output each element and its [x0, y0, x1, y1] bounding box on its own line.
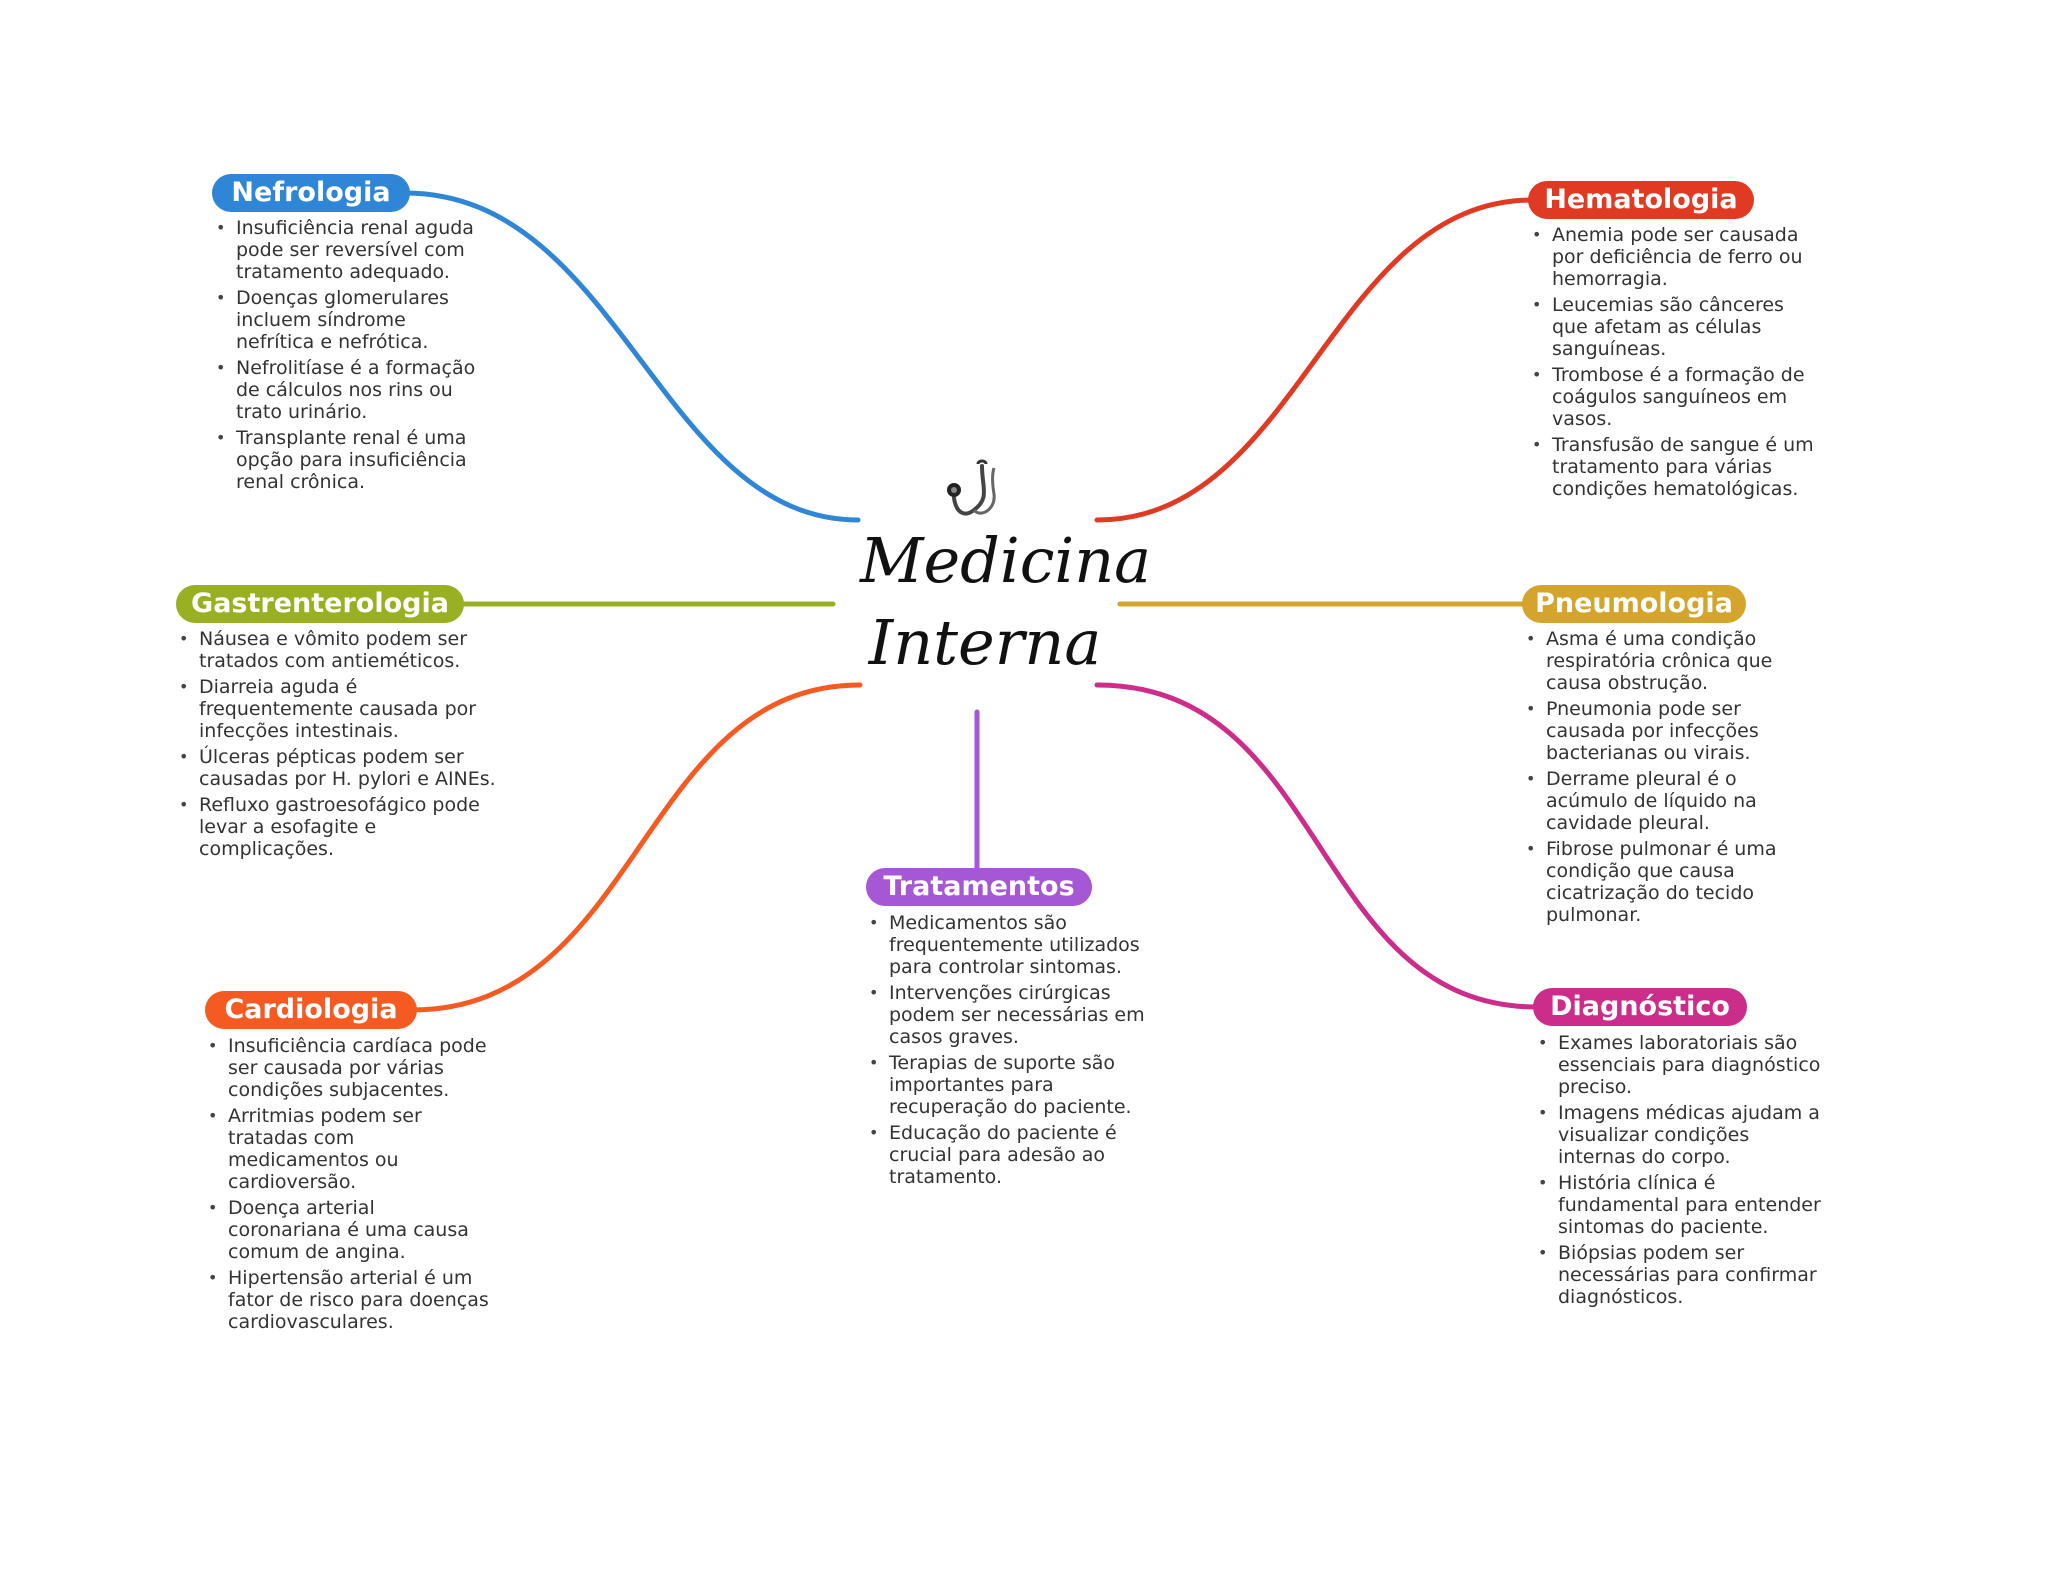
- central-topic-line1: Medicina: [860, 524, 1152, 597]
- connector-diagnostico: [1094, 682, 1540, 1010]
- branch-item-hematologia: Leucemias são cânceres que afetam as cél…: [1528, 294, 1818, 360]
- central-topic-line2: Interna: [868, 606, 1102, 679]
- branch-item-diagnostico: Exames laboratoriais são essenciais para…: [1534, 1032, 1829, 1098]
- branch-title-diagnostico[interactable]: Diagnóstico: [1533, 988, 1747, 1026]
- branch-list-cardiologia: Insuficiência cardíaca pode ser causada …: [204, 1035, 489, 1337]
- branch-item-gastrenterologia: Diarreia aguda é frequentemente causada …: [175, 676, 505, 742]
- branch-item-cardiologia: Doença arterial coronariana é uma causa …: [204, 1197, 489, 1263]
- branch-item-cardiologia: Hipertensão arterial é um fator de risco…: [204, 1267, 489, 1333]
- branch-item-tratamentos: Educação do paciente é crucial para ades…: [865, 1122, 1150, 1188]
- branch-item-hematologia: Transfusão de sangue é um tratamento par…: [1528, 434, 1818, 500]
- branch-list-gastrenterologia: Náusea e vômito podem ser tratados com a…: [175, 628, 505, 864]
- branch-item-hematologia: Trombose é a formação de coágulos sanguí…: [1528, 364, 1818, 430]
- branch-item-cardiologia: Insuficiência cardíaca pode ser causada …: [204, 1035, 489, 1101]
- connector-hematologia: [1094, 197, 1536, 523]
- connector-nefrologia: [402, 190, 861, 523]
- branch-item-gastrenterologia: Náusea e vômito podem ser tratados com a…: [175, 628, 505, 672]
- stethoscope-icon: [947, 459, 996, 516]
- branch-list-pneumologia: Asma é uma condição respiratória crônica…: [1522, 628, 1812, 930]
- branch-item-diagnostico: Imagens médicas ajudam a visualizar cond…: [1534, 1102, 1829, 1168]
- branch-item-tratamentos: Medicamentos são frequentemente utilizad…: [865, 912, 1150, 978]
- branch-title-gastrenterologia[interactable]: Gastrenterologia: [176, 585, 464, 623]
- branch-item-nefrologia: Transplante renal é uma opção para insuf…: [212, 427, 482, 493]
- branch-item-pneumologia: Pneumonia pode ser causada por infecções…: [1522, 698, 1812, 764]
- central-topic: Medicina Interna: [860, 520, 1152, 684]
- branch-item-cardiologia: Arritmias podem ser tratadas com medicam…: [204, 1105, 489, 1193]
- branch-list-tratamentos: Medicamentos são frequentemente utilizad…: [865, 912, 1150, 1192]
- branch-item-nefrologia: Doenças glomerulares incluem síndrome ne…: [212, 287, 482, 353]
- branch-item-pneumologia: Fibrose pulmonar é uma condição que caus…: [1522, 838, 1812, 926]
- branch-item-diagnostico: Biópsias podem ser necessárias para conf…: [1534, 1242, 1829, 1308]
- branch-title-tratamentos[interactable]: Tratamentos: [866, 868, 1092, 906]
- branch-item-gastrenterologia: Refluxo gastroesofágico pode levar a eso…: [175, 794, 505, 860]
- branch-title-nefrologia[interactable]: Nefrologia: [212, 174, 410, 212]
- branch-item-tratamentos: Terapias de suporte são importantes para…: [865, 1052, 1150, 1118]
- branch-item-diagnostico: História clínica é fundamental para ente…: [1534, 1172, 1829, 1238]
- branch-list-nefrologia: Insuficiência renal aguda pode ser rever…: [212, 217, 482, 497]
- branch-item-tratamentos: Intervenções cirúrgicas podem ser necess…: [865, 982, 1150, 1048]
- branch-list-hematologia: Anemia pode ser causada por deficiência …: [1528, 224, 1818, 504]
- branch-item-nefrologia: Insuficiência renal aguda pode ser rever…: [212, 217, 482, 283]
- branch-title-cardiologia[interactable]: Cardiologia: [205, 991, 417, 1029]
- connector-cardiologia: [409, 682, 863, 1013]
- branch-title-pneumologia[interactable]: Pneumologia: [1522, 585, 1746, 623]
- branch-item-hematologia: Anemia pode ser causada por deficiência …: [1528, 224, 1818, 290]
- branch-item-nefrologia: Nefrolitíase é a formação de cálculos no…: [212, 357, 482, 423]
- branch-item-pneumologia: Derrame pleural é o acúmulo de líquido n…: [1522, 768, 1812, 834]
- branch-title-hematologia[interactable]: Hematologia: [1528, 181, 1754, 219]
- branch-list-diagnostico: Exames laboratoriais são essenciais para…: [1534, 1032, 1829, 1312]
- branch-item-pneumologia: Asma é uma condição respiratória crônica…: [1522, 628, 1812, 694]
- branch-item-gastrenterologia: Úlceras pépticas podem ser causadas por …: [175, 746, 505, 790]
